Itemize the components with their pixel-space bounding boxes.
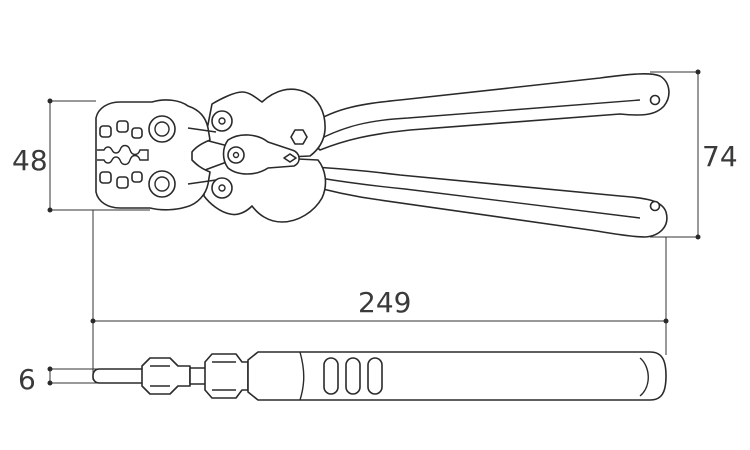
lower-handle [299, 165, 668, 238]
grip-slot-3 [367, 357, 383, 395]
side-pivot-block-1 [141, 357, 191, 395]
center-pivot-bolt [227, 146, 245, 164]
upper-jaw-ring [148, 115, 176, 143]
dimension-74-label: 74 [702, 140, 738, 173]
crimper-top-view [95, 73, 670, 238]
lower-jaw-ring [148, 170, 176, 198]
crimper-side-view [92, 351, 667, 401]
grip-slot-1 [323, 357, 339, 395]
dimension-249-label: 249 [358, 286, 411, 319]
dimension-48: 48 [12, 98, 150, 213]
dimension-6-label: 6 [18, 363, 36, 396]
side-pivot-block-2 [204, 353, 249, 399]
grip-slot-2 [345, 357, 361, 395]
center-link [222, 134, 300, 175]
side-handle-grip [247, 351, 667, 401]
dimension-6: 6 [18, 363, 100, 396]
dimension-249: 249 [90, 210, 669, 380]
dimension-74: 74 [650, 69, 738, 240]
upper-pivot-bolt [211, 110, 233, 132]
crimp-die-profile [97, 144, 149, 166]
dimension-48-label: 48 [12, 144, 48, 177]
lower-pivot-bolt [211, 177, 233, 199]
